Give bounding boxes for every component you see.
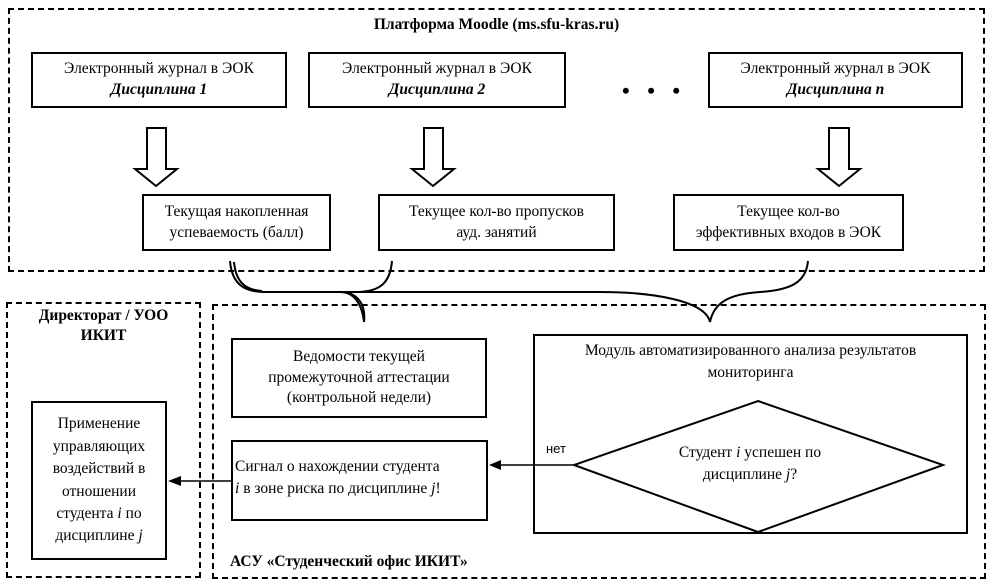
statements-line: (контрольной недели) <box>286 389 432 407</box>
text: ! <box>435 480 441 498</box>
risk-signal-box: Сигнал о нахождении студента i в зоне ри… <box>231 440 488 521</box>
text: успешен по <box>740 444 822 461</box>
module-title: Модуль автоматизированного анализа резул… <box>535 340 966 385</box>
action-line: воздействий в <box>52 460 146 478</box>
metric-box-effective-logins: Текущее кол-во эффективных входов в ЭОК <box>673 194 904 251</box>
directorate-title-line2: ИКИТ <box>80 327 127 345</box>
text: дисциплине <box>55 527 139 545</box>
statements-box: Ведомости текущей промежуточной аттестац… <box>231 338 487 418</box>
statements-line: промежуточной аттестации <box>268 368 450 386</box>
text: ? <box>790 466 798 484</box>
analysis-module-box: Модуль автоматизированного анализа резул… <box>533 334 968 534</box>
module-title-line2: мониторинга <box>707 364 794 382</box>
metric-line: ауд. занятий <box>456 223 537 241</box>
text: студента <box>56 504 118 522</box>
var-j: j <box>431 480 436 498</box>
action-line: управляющих <box>52 437 146 455</box>
no-branch-label: нет <box>546 441 566 456</box>
metric-line: Текущее кол-во <box>737 202 840 220</box>
action-line: дисциплине j <box>55 525 142 547</box>
module-title-line1: Модуль автоматизированного анализа резул… <box>584 342 917 359</box>
signal-line1: Сигнал о нахождении студента <box>235 458 440 475</box>
signal-line2: i в зоне риска по дисциплине j! <box>235 478 484 500</box>
text: дисциплине <box>702 466 786 484</box>
metric-line: Текущее кол-во пропусков <box>409 202 584 220</box>
directorate-title-line1: Директорат / УОО <box>38 307 169 324</box>
action-line: отношении <box>61 482 137 500</box>
metric-line: успеваемость (балл) <box>169 223 304 241</box>
journal-label: Электронный журнал в ЭОК <box>64 60 254 78</box>
var-j: j <box>138 527 143 545</box>
directorate-title: Директорат / УОО ИКИТ <box>6 306 201 346</box>
var-i: i <box>235 480 240 498</box>
decision-line1: Студент i успешен по <box>640 442 860 464</box>
asu-title: АСУ «Студенческий офис ИКИТ» <box>230 553 468 570</box>
platform-moodle-container <box>8 8 985 272</box>
metric-line: эффективных входов в ЭОК <box>695 223 882 241</box>
platform-title: Платформа Moodle (ms.sfu-kras.ru) <box>373 16 620 33</box>
var-i: i <box>117 504 122 522</box>
journal-box-discipline-1: Электронный журнал в ЭОК Дисциплина 1 <box>31 52 287 108</box>
ellipsis: • • • <box>622 78 687 103</box>
directorate-container <box>6 302 201 578</box>
text: в зоне риска по дисциплине <box>239 480 432 498</box>
metric-box-accumulated-score: Текущая накопленная успеваемость (балл) <box>142 194 331 251</box>
discipline-name: Дисциплина 2 <box>388 81 486 98</box>
statements-line: Ведомости текущей <box>293 347 425 365</box>
discipline-name: Дисциплина 1 <box>110 81 208 98</box>
journal-box-discipline-2: Электронный журнал в ЭОК Дисциплина 2 <box>308 52 566 108</box>
journal-box-discipline-n: Электронный журнал в ЭОК Дисциплина n <box>708 52 963 108</box>
action-line: Применение <box>57 415 141 433</box>
control-action-box: Применение управляющих воздействий в отн… <box>31 401 167 560</box>
decision-line2: дисциплине j? <box>640 464 860 486</box>
metric-line: Текущая накопленная <box>164 202 309 220</box>
action-line: студента i по <box>56 503 141 525</box>
journal-label: Электронный журнал в ЭОК <box>740 60 931 78</box>
text: Студент <box>678 444 737 461</box>
text: по <box>121 504 142 522</box>
discipline-name: Дисциплина n <box>786 81 885 98</box>
metric-box-absences: Текущее кол-во пропусков ауд. занятий <box>378 194 615 251</box>
journal-label: Электронный журнал в ЭОК <box>342 60 532 78</box>
decision-text: Студент i успешен по дисциплине j? <box>640 442 860 487</box>
